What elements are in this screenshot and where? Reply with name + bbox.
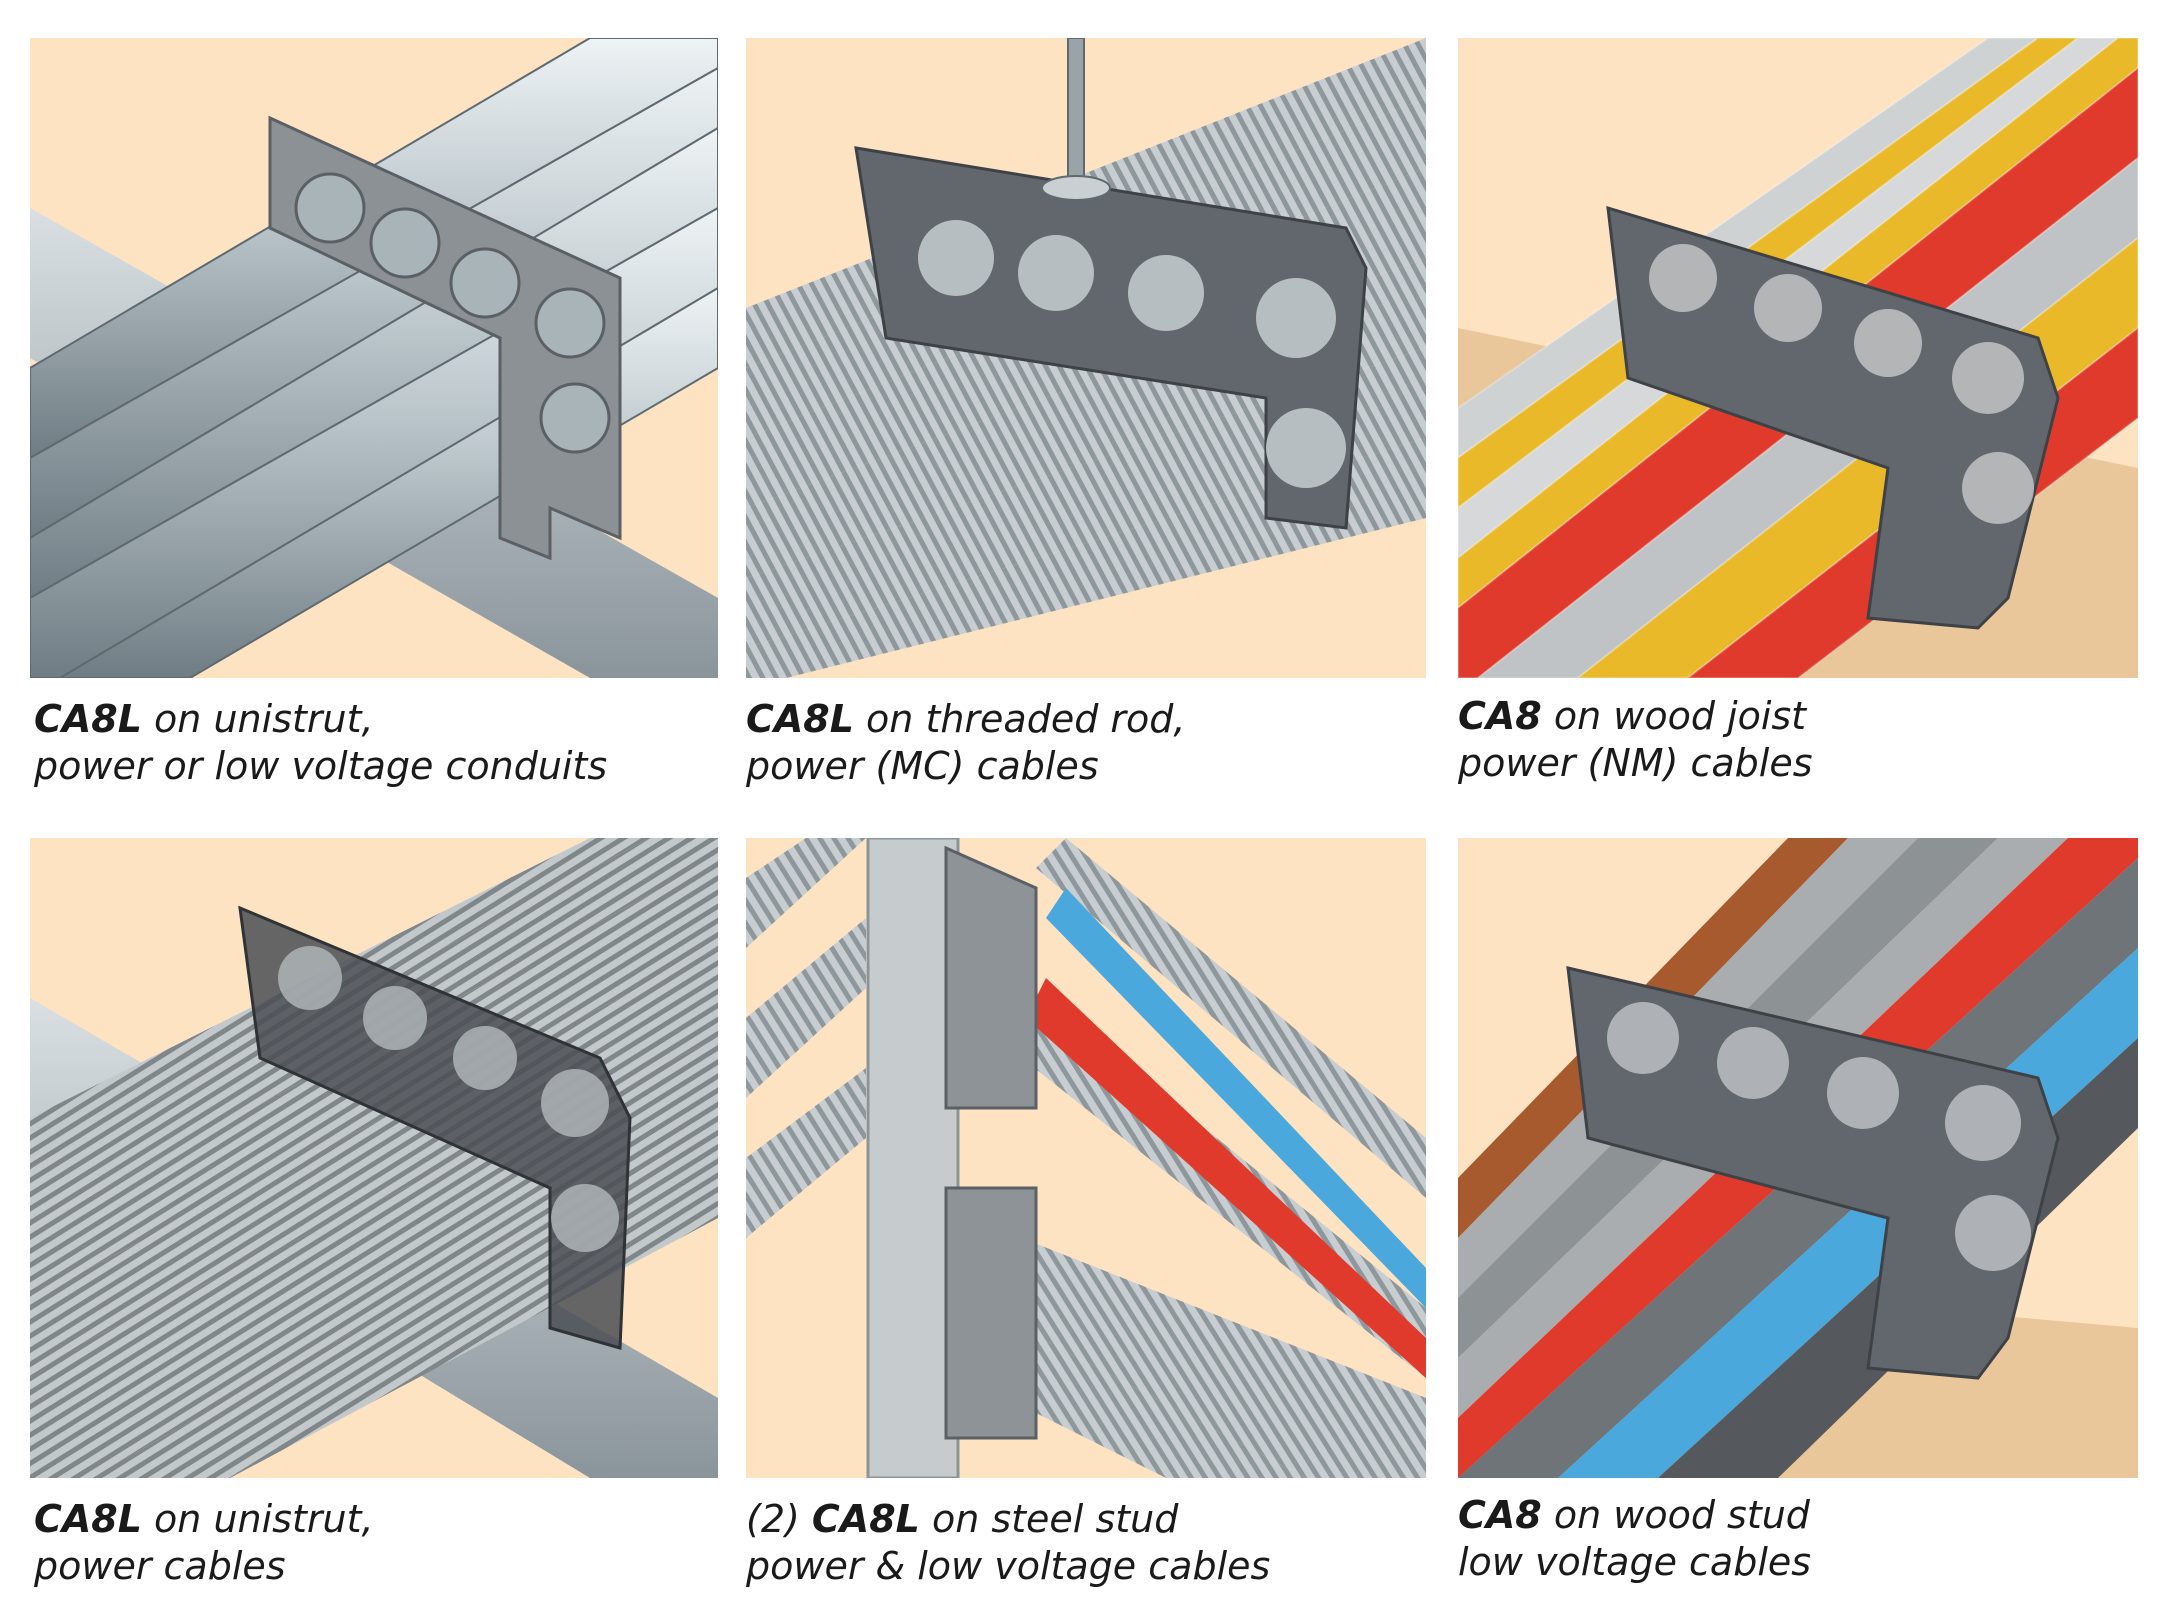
ca8l-bracket	[944, 845, 1038, 1440]
caption-mount: on unistrut,	[141, 697, 374, 741]
low-voltage-cables	[1026, 888, 1426, 1378]
ca8-bracket	[1566, 966, 2060, 1380]
photo-ca8-wood-stud-low-voltage	[1458, 838, 2138, 1478]
caption-mount: on steel stud	[919, 1497, 1179, 1541]
caption-application: low voltage cables	[1458, 1540, 1812, 1584]
caption-panel-2: CA8L on threaded rod, power (MC) cables	[746, 696, 1186, 790]
photo-ca8l-unistrut-power-cables	[30, 838, 718, 1478]
ca8l-bracket	[268, 115, 622, 561]
caption-panel-4: CA8L on unistrut, power cables	[34, 1496, 374, 1590]
photo-ca8-wood-joist-nm-cables	[1458, 38, 2138, 678]
caption-mount: on threaded rod,	[853, 697, 1186, 741]
caption-application: power (NM) cables	[1458, 741, 1813, 785]
photo-ca8l-unistrut-conduits	[30, 38, 718, 678]
caption-mount: on unistrut,	[141, 1497, 374, 1541]
product-code: CA8L	[34, 697, 142, 741]
ca8-bracket	[1606, 205, 2060, 630]
caption-panel-3: CA8 on wood joist power (NM) cables	[1458, 693, 1813, 787]
caption-panel-5: (2) CA8L on steel stud power & low volta…	[746, 1496, 1270, 1590]
caption-mount: on wood stud	[1541, 1493, 1810, 1537]
caption-mount: on wood joist	[1541, 694, 1807, 738]
threaded-rod	[1067, 38, 1085, 199]
product-code: CA8L	[34, 1497, 142, 1541]
caption-application: power & low voltage cables	[746, 1544, 1271, 1588]
caption-panel-6: CA8 on wood stud low voltage cables	[1458, 1492, 1811, 1586]
photo-2-ca8l-steel-stud	[746, 838, 1426, 1478]
product-code: CA8	[1458, 694, 1542, 738]
product-code: CA8	[1458, 1493, 1542, 1537]
ca8l-bracket	[238, 905, 632, 1350]
product-code: CA8L	[811, 1497, 920, 1541]
steel-stud	[866, 838, 960, 1478]
ca8l-bracket	[854, 146, 1368, 530]
product-code: CA8L	[746, 697, 854, 741]
caption-application: power or low voltage conduits	[34, 744, 608, 788]
photo-ca8l-threaded-rod-mc-cables	[746, 38, 1426, 678]
caption-application: power (MC) cables	[746, 744, 1099, 788]
caption-panel-1: CA8L on unistrut, power or low voltage c…	[34, 696, 607, 790]
caption-quantity: (2)	[746, 1497, 812, 1541]
caption-application: power cables	[34, 1544, 286, 1588]
